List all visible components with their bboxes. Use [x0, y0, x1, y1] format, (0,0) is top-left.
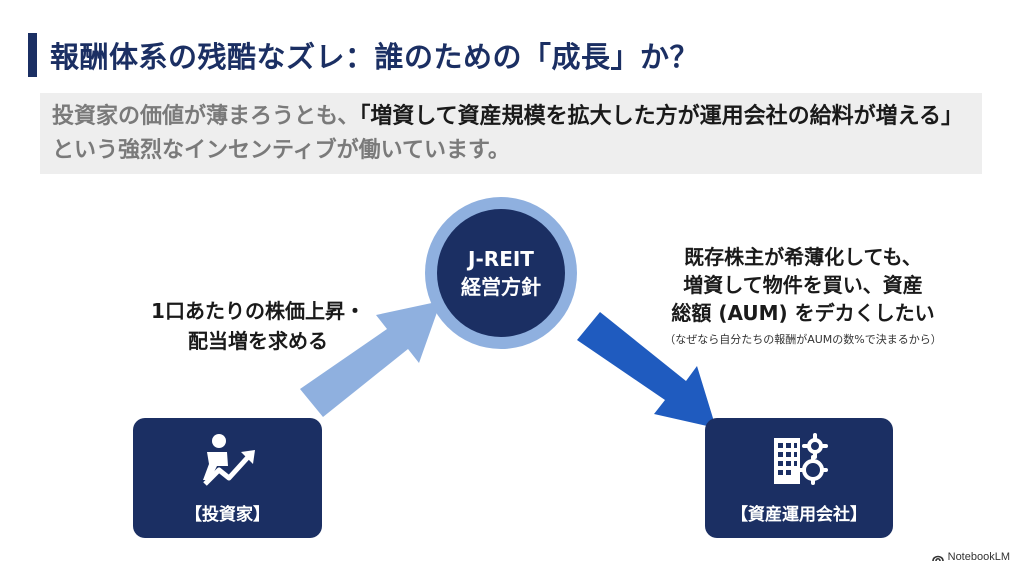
investor-growth-icon [197, 432, 259, 493]
investor-label: 【投資家】 [185, 505, 270, 525]
manager-intent-text: 既存株主が希薄化しても、 増資して物件を買い、資産 総額 (AUM) をデカくし… [612, 243, 994, 327]
manager-intent-line1: 既存株主が希薄化しても、 [684, 245, 922, 269]
asset-manager-box: 【資産運用会社】 [705, 418, 893, 538]
center-circle: J-REIT 経営方針 [437, 209, 565, 337]
building-gear-icon [768, 432, 830, 493]
manager-intent-line3: 総額 (AUM) をデカくしたい [671, 301, 935, 325]
notebooklm-logo-icon [931, 555, 944, 562]
center-line1: J-REIT [468, 247, 534, 271]
title-accent-bar [28, 33, 37, 77]
lead-text: 投資家の価値が薄まろうとも、「増資して資産規模を拡大した方が運用会社の給料が増え… [52, 100, 982, 168]
investor-demand-line2: 配当増を求める [188, 329, 328, 353]
investor-box: 【投資家】 [133, 418, 322, 538]
manager-intent-line2: 増資して物件を買い、資産 [683, 273, 923, 297]
lead-part3: という強烈なインセンティブが働いています。 [52, 138, 510, 163]
notebooklm-brand: NotebookLM [931, 551, 1010, 563]
investor-demand-line1: 1口あたりの株価上昇・ [151, 299, 365, 323]
asset-manager-label: 【資産運用会社】 [731, 505, 867, 525]
center-line2: 経営方針 [461, 275, 541, 299]
lead-part1: 投資家の価値が薄まろうとも、 [52, 104, 360, 129]
brand-label: NotebookLM [947, 551, 1010, 563]
manager-intent-note: （なぜなら自分たちの報酬がAUMの数%で決まるから） [664, 333, 942, 346]
arrow-investor-to-center [300, 301, 441, 417]
arrow-center-to-manager [577, 312, 716, 428]
lead-box [40, 93, 982, 174]
lead-part2: 「増資して資産規模を拡大した方が運用会社の給料が増える」 [359, 104, 964, 129]
investor-demand-text: 1口あたりの株価上昇・ 配当増を求める [128, 296, 388, 356]
slide-title: 報酬体系の残酷なズレ：誰のための「成長」か？ [50, 40, 700, 74]
